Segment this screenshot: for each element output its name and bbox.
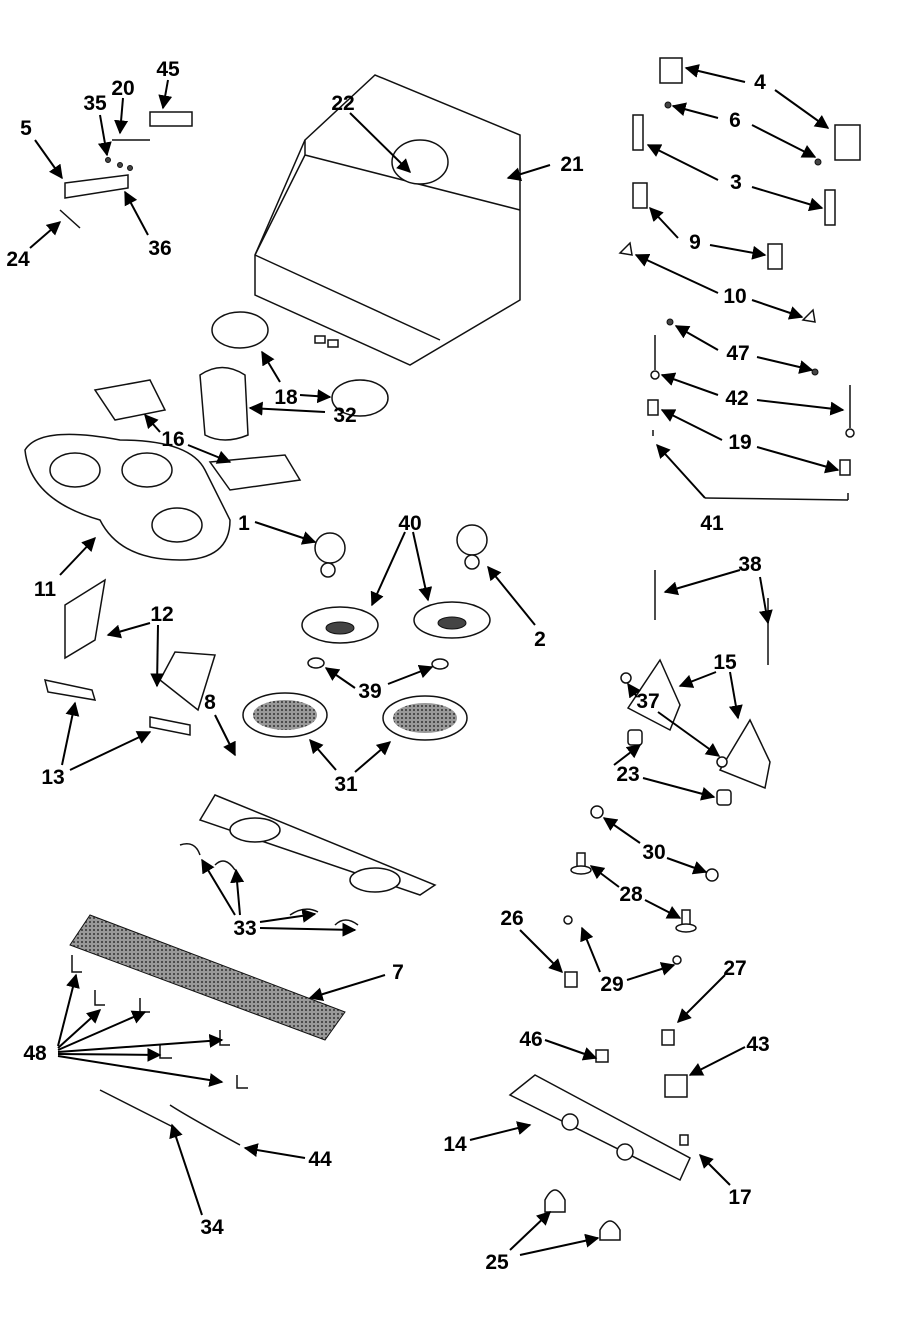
leader-arrows — [29, 64, 849, 1256]
label-8: 8 — [204, 691, 216, 714]
label-45: 45 — [156, 58, 180, 81]
label-16: 16 — [161, 428, 184, 451]
label-40: 40 — [398, 512, 421, 535]
part-16-left — [93, 379, 167, 421]
part-18-right — [331, 379, 389, 417]
label-14: 14 — [443, 1133, 467, 1156]
part-24-strip — [59, 209, 81, 229]
part-43-switch — [664, 1074, 688, 1098]
part-21-hood — [254, 74, 521, 366]
part-3-left — [632, 114, 644, 151]
part-35-knobs — [105, 157, 133, 171]
label-23: 23 — [616, 763, 639, 786]
part-16-right — [208, 454, 302, 491]
part-2-motor — [456, 524, 488, 570]
part-15-left — [626, 658, 681, 732]
label-6: 6 — [729, 109, 741, 132]
label-25: 25 — [485, 1251, 509, 1274]
label-37: 37 — [636, 690, 659, 713]
part-12-left — [64, 578, 107, 660]
label-39: 39 — [358, 680, 381, 703]
label-5: 5 — [20, 117, 32, 140]
part-9-left — [632, 182, 648, 209]
part-46-switch — [595, 1049, 609, 1063]
label-36: 36 — [148, 237, 171, 260]
part-7-filter — [69, 914, 346, 1041]
part-5-panel — [64, 174, 129, 199]
label-47: 47 — [726, 342, 749, 365]
label-22: 22 — [331, 92, 354, 115]
label-4: 4 — [754, 71, 766, 94]
label-21: 21 — [560, 153, 584, 176]
label-26: 26 — [500, 907, 523, 930]
label-20: 20 — [111, 77, 134, 100]
label-46: 46 — [519, 1028, 542, 1051]
label-42: 42 — [725, 387, 748, 410]
part-22-damper — [391, 139, 449, 185]
part-18-left — [211, 311, 269, 349]
label-24: 24 — [6, 248, 30, 271]
label-34: 34 — [200, 1216, 224, 1239]
label-17: 17 — [728, 1186, 751, 1209]
label-28: 28 — [619, 883, 643, 906]
label-12: 12 — [150, 603, 173, 626]
label-1: 1 — [238, 512, 250, 535]
part-4-right — [834, 124, 861, 161]
part-32-collar — [199, 366, 249, 441]
part-9-right — [767, 243, 783, 270]
label-27: 27 — [723, 957, 746, 980]
label-15: 15 — [713, 651, 737, 674]
part-27-socket — [661, 1029, 675, 1046]
part-11-plate — [24, 433, 231, 561]
label-7: 7 — [392, 961, 404, 984]
part-15-right — [718, 718, 771, 790]
label-11: 11 — [34, 578, 57, 601]
label-2: 2 — [534, 628, 546, 651]
label-13: 13 — [41, 766, 64, 789]
part-26-socket — [564, 971, 578, 988]
label-10: 10 — [723, 285, 746, 308]
label-19: 19 — [728, 431, 751, 454]
parts — [24, 57, 861, 1241]
label-32: 32 — [333, 404, 356, 427]
part-1-motor — [314, 532, 346, 578]
label-31: 31 — [334, 773, 358, 796]
label-44: 44 — [308, 1148, 332, 1171]
label-41: 41 — [700, 512, 724, 535]
part-45-overlay — [149, 111, 193, 127]
label-30: 30 — [642, 841, 665, 864]
label-9: 9 — [689, 231, 701, 254]
part-12-right — [159, 651, 216, 712]
part-3-right — [824, 189, 836, 226]
label-3: 3 — [730, 171, 742, 194]
part-number-labels: 45 20 35 5 36 24 22 21 4 6 3 9 10 47 42 … — [6, 58, 769, 1274]
label-43: 43 — [746, 1033, 769, 1056]
label-35: 35 — [83, 92, 107, 115]
label-29: 29 — [600, 973, 623, 996]
label-33: 33 — [233, 917, 256, 940]
label-18: 18 — [274, 386, 298, 409]
label-38: 38 — [738, 553, 762, 576]
part-14-bracket — [508, 1074, 691, 1182]
part-4-left — [659, 57, 683, 84]
label-48: 48 — [23, 1042, 47, 1065]
